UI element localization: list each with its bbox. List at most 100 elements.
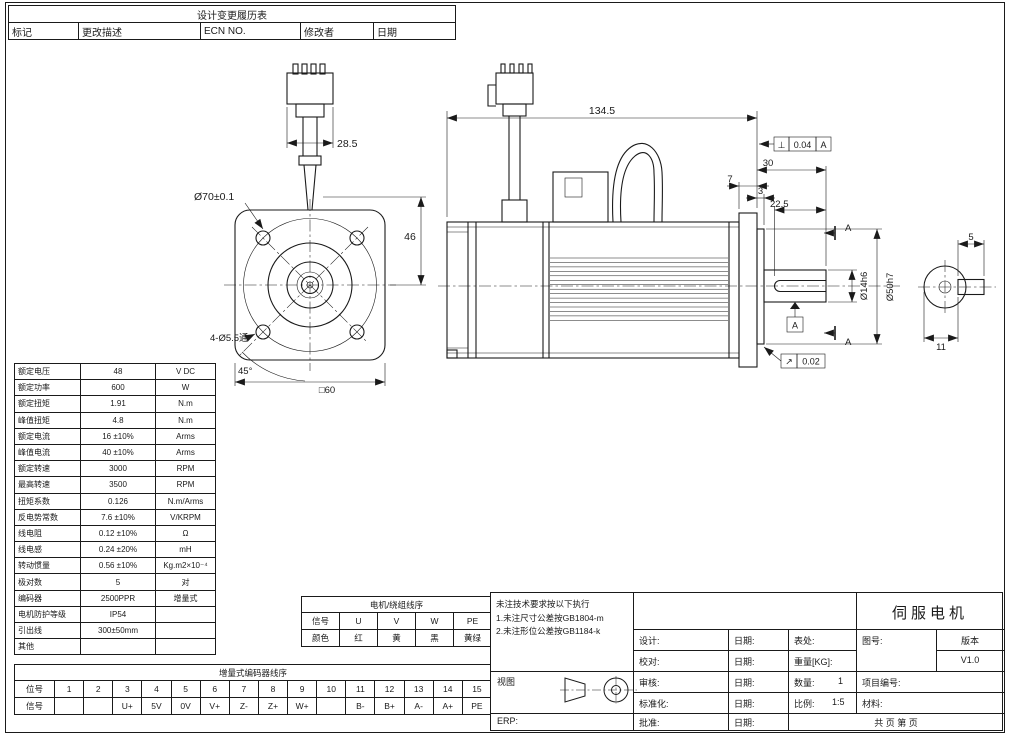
spec-unit: V DC — [156, 364, 216, 381]
section-label-bottom: A — [845, 337, 852, 348]
cable-loop — [612, 142, 663, 223]
datum-label: A — [792, 321, 798, 331]
encoder-pin-cell: 11 — [346, 681, 376, 698]
motor-color-cell: 黄 — [378, 630, 416, 647]
spec-name: 额定扭矩 — [15, 396, 81, 413]
encoder-signal-cell: Z- — [229, 698, 259, 715]
encoder-signal-cell: B+ — [375, 698, 405, 715]
spec-name: 峰值扭矩 — [15, 412, 81, 429]
divider — [633, 593, 634, 730]
version-label: 版本 — [960, 636, 979, 646]
dim-pilot-dia: Ø50h7 — [885, 273, 896, 302]
spec-value: 48 — [81, 364, 156, 381]
divider — [633, 650, 856, 651]
spec-unit: V/KRPM — [156, 509, 216, 526]
spec-value: 0.56 ±10% — [81, 558, 156, 575]
spec-row: 额定功率 600 W — [15, 380, 216, 397]
spec-unit: RPM — [156, 477, 216, 494]
erp-label: ERP: — [497, 716, 519, 726]
encoder-pin-cell: 14 — [433, 681, 463, 698]
front-connector — [286, 63, 334, 211]
spec-name: 其他 — [15, 639, 81, 656]
change-history-title: 设计变更履历表 — [9, 6, 456, 23]
version-value: V1.0 — [960, 655, 980, 665]
encoder-pin-cell: 12 — [375, 681, 405, 698]
encoder-signal-cell: PE — [462, 698, 492, 715]
projection-symbol — [560, 676, 637, 704]
spec-name: 峰值电流 — [15, 444, 81, 462]
spec-row: 反电势常数 7.6 ±10% V/KRPM — [15, 509, 216, 526]
dim-key-height: 11 — [936, 342, 946, 353]
encoder-wiring-title: 增量式编码器线序 — [15, 665, 492, 681]
tech-notes: 未注技术要求按以下执行 1.未注尺寸公差按GB1804-m 2.未注形位公差按G… — [496, 598, 632, 639]
spec-unit: N.m — [156, 412, 216, 429]
encoder-pin-cell: 3 — [113, 681, 143, 698]
spec-row: 额定电压 48 V DC — [15, 364, 216, 381]
spec-value: 40 ±10% — [81, 444, 156, 462]
standard-label: 标准化: — [639, 699, 669, 709]
dim-shaft-length: 30 — [763, 158, 774, 169]
encoder-pin-cell: 5 — [171, 681, 201, 698]
perp-tolerance: 0.04 — [794, 140, 812, 150]
spec-name: 反电势常数 — [15, 509, 81, 526]
dim-connector-height: 46 — [404, 231, 416, 243]
divider — [728, 629, 729, 730]
spec-row: 转动惯量 0.56 ±10% Kg.m2×10⁻⁴ — [15, 558, 216, 575]
encoder-signal-cell: B- — [346, 698, 376, 715]
dim-flange-thickness: 7 — [727, 174, 732, 185]
tech-note-line: 1.未注尺寸公差按GB1804-m — [496, 612, 604, 623]
encoder-pin-cell: 13 — [404, 681, 434, 698]
motor-color-label: 颜色 — [302, 630, 340, 647]
audit-label: 审核: — [639, 678, 660, 688]
encoder-signal-cell: A- — [404, 698, 434, 715]
spec-unit: RPM — [156, 461, 216, 478]
spec-value: 4.8 — [81, 412, 156, 429]
front-view: 28.5 Ø70±0.1 46 4-Ø5.5通 45° □60 — [194, 63, 426, 396]
spec-name: 额定电压 — [15, 364, 81, 381]
spec-unit: Arms — [156, 444, 216, 462]
spec-unit: mH — [156, 542, 216, 559]
section-view: 5 11 — [918, 232, 996, 353]
encoder-signal-cell: Z+ — [258, 698, 289, 715]
encoder-signal-cell: U+ — [113, 698, 143, 715]
spec-unit: 对 — [156, 574, 216, 591]
spec-name: 最高转速 — [15, 477, 81, 494]
encoder-pin-cell: 7 — [229, 681, 259, 698]
spec-row: 其他 — [15, 639, 216, 656]
spec-name: 额定功率 — [15, 380, 81, 397]
side-view: 134.5 ⊥ 0.04 A 30 7 3 — [438, 63, 900, 369]
spec-value: 16 ±10% — [81, 428, 156, 445]
dim-flange-square: □60 — [319, 385, 335, 396]
spec-row: 扭矩系数 0.126 N.m/Arms — [15, 493, 216, 510]
divider — [491, 713, 1004, 714]
dim-keyway-length: 22.5 — [770, 199, 789, 210]
divider — [788, 629, 789, 730]
perp-datum: A — [820, 140, 826, 150]
spec-unit: W — [156, 380, 216, 397]
section-label-top: A — [845, 223, 852, 234]
perp-symbol: ⊥ — [778, 140, 786, 150]
runout-symbol: ↗ — [785, 357, 793, 367]
spec-unit — [156, 639, 216, 656]
encoder-pin-cell: 4 — [142, 681, 172, 698]
title-block: 未注技术要求按以下执行 1.未注尺寸公差按GB1804-m 2.未注形位公差按G… — [490, 592, 1004, 731]
spec-value: 1.91 — [81, 396, 156, 413]
spec-name: 线电阻 — [15, 525, 81, 543]
encoder-signal-cell: 5V — [142, 698, 172, 715]
encoder-signal-cell — [84, 698, 114, 715]
encoder-signal-cell: 0V — [171, 698, 201, 715]
product-title: 伺服电机 — [891, 605, 968, 622]
date-label: 日期: — [734, 718, 755, 728]
spec-row: 编码器 2500PPR 增量式 — [15, 590, 216, 607]
spec-value: 7.6 ±10% — [81, 509, 156, 526]
spec-row: 最高转速 3500 RPM — [15, 477, 216, 494]
spec-unit: 增量式 — [156, 590, 216, 607]
dim-shaft-dia: Ø14h6 — [859, 272, 870, 301]
